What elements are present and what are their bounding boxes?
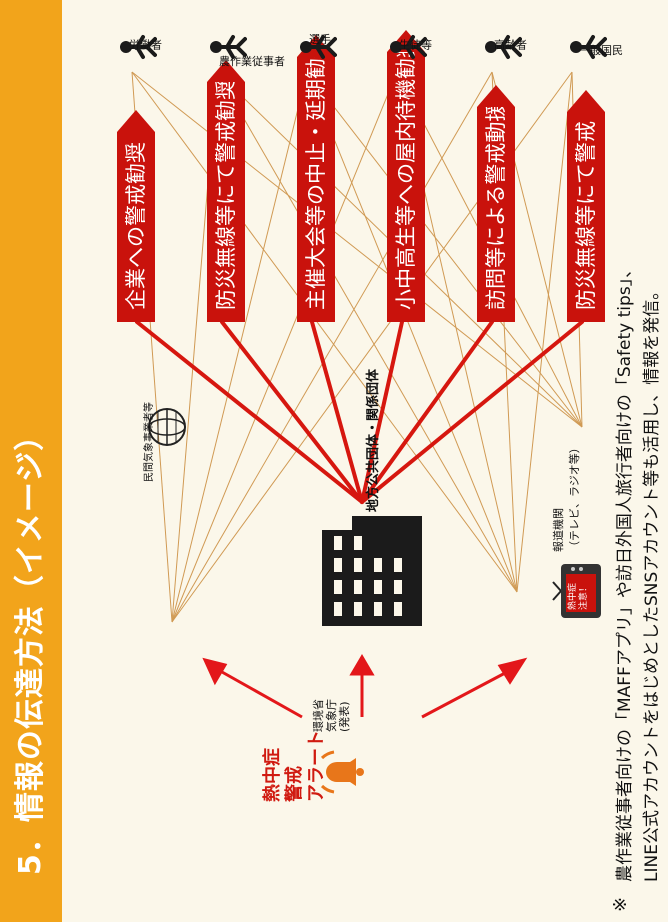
banner-3: 小中高生等への屋内待機勧奨: [387, 37, 425, 322]
audience-label-3: 生徒等: [399, 38, 432, 52]
footnote-line-2: LINE公式アカウントをはじめとしたSNSアカウント等も活用し、情報を発信。: [642, 282, 662, 882]
audience-label-5: 農作業従事者: [219, 55, 285, 68]
banner-4: 主催大会等の中止・延期勧奨: [297, 37, 335, 322]
alert-arrows: [202, 654, 528, 719]
page-title: 5．情報の伝達方法（イメージ）: [13, 419, 48, 875]
header-band: 5．情報の伝達方法（イメージ）: [0, 0, 62, 922]
tv-hub-name: 報道機関: [552, 508, 565, 552]
farmer-icon: [207, 27, 252, 67]
building-icon: [302, 512, 436, 632]
red-connectors: [135, 320, 584, 504]
local-gov-name: 地方公共団体・関係団体: [366, 368, 381, 512]
audience-label-2: 高齢者: [494, 38, 527, 52]
banner-6: 企業への警戒勧奨: [117, 132, 155, 322]
students-icon: [387, 27, 432, 67]
connection-lines: [131, 71, 584, 719]
tv-screen-text: 熱中症 注意！: [568, 582, 589, 610]
audience-label-1: 一般国民: [579, 44, 623, 57]
tv-icon: [547, 560, 611, 622]
tv-hub-sub: （テレビ、ラジオ等）: [568, 442, 581, 552]
banner-6-arrow: [117, 110, 155, 132]
banner-2-arrow: [477, 85, 515, 107]
alert-title: 熱中症 警戒 アラート: [262, 730, 327, 802]
banner-1: 防災無線等にて警戒: [567, 112, 605, 322]
footnote-mark: ※: [610, 896, 631, 912]
footnote-line-1: 農作業従事者向けの「MAFFアプリ」や訪日外国人旅行者向けの「Safety ti…: [615, 260, 635, 882]
audience-label-4: 選手: [309, 33, 331, 46]
weather-hub-name: 民間気象事業者等: [144, 402, 155, 482]
banner-2: 訪問等による警戒動援: [477, 101, 515, 322]
content-area: 熱中症 警戒 アラート 環境省 気象庁 (発表) 熱中症 注意！ 報道機関 （テ…: [62, 0, 668, 922]
alert-issuer: 環境省 気象庁 (発表): [312, 699, 351, 732]
athlete-icon: [297, 27, 342, 67]
banner-5: 防災無線等にて警戒勧奨: [207, 79, 245, 322]
audience-label-6: 労働者: [129, 38, 162, 52]
globe-icon: [142, 402, 196, 452]
diagram-stage: 熱中症 警戒 アラート 環境省 気象庁 (発表) 熱中症 注意！ 報道機関 （テ…: [62, 0, 668, 922]
family-icon: [567, 27, 612, 67]
alert-bell-icon: [312, 742, 376, 802]
banner-1-arrow: [567, 90, 605, 112]
elderly-icon: [482, 27, 527, 67]
worker-icon: [117, 27, 162, 67]
